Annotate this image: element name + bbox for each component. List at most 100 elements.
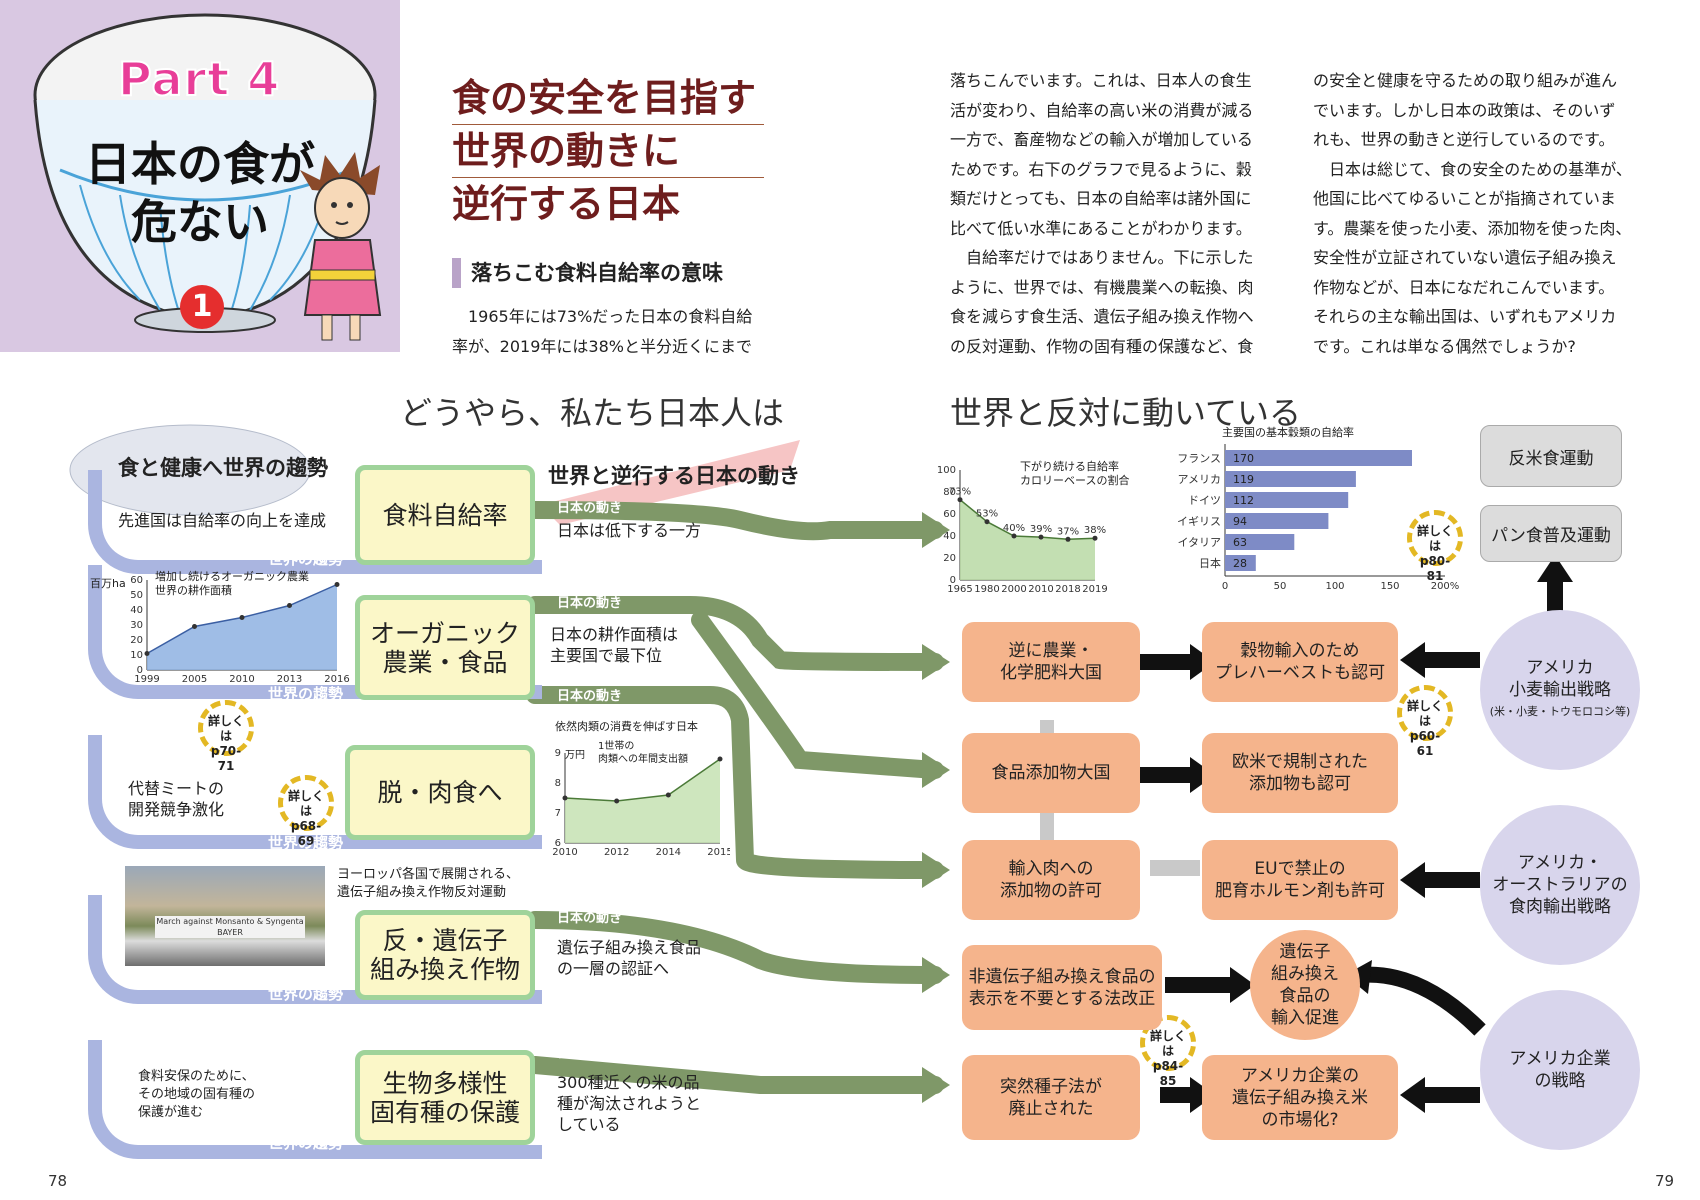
chart-title-meat: 依然肉類の消費を伸ばす日本 xyxy=(555,720,698,733)
y-tick-label: 50 xyxy=(130,590,143,601)
data-point xyxy=(957,497,963,503)
bar xyxy=(1225,513,1329,529)
data-point xyxy=(562,795,568,801)
circle-title: アメリカ 小麦輸出戦略 xyxy=(1509,658,1611,700)
circle-us-wheat: アメリカ 小麦輸出戦略(米・小麦・トウモロコシ等) xyxy=(1480,610,1640,770)
title-line-1: 食の安全を目指す xyxy=(452,72,764,125)
data-point xyxy=(192,624,197,629)
category-label: フランス xyxy=(1177,452,1221,465)
y-tick-label: 0 xyxy=(137,665,143,676)
data-point xyxy=(717,756,723,762)
japan-label: 日本の動き xyxy=(557,501,623,516)
text-line: 作物などが、日本になだれこんでいます。 xyxy=(1313,277,1615,297)
y-tick-label: 10 xyxy=(130,650,143,661)
y-tick-label: 20 xyxy=(943,553,956,564)
series-line xyxy=(564,758,721,802)
text-line: 自給率だけではありません。下に示した xyxy=(950,248,1254,267)
data-point xyxy=(614,798,620,804)
x-tick-label: 2013 xyxy=(277,674,302,685)
rice-bowl-illustration xyxy=(33,13,377,333)
x-tick-label: 2019 xyxy=(1082,584,1107,595)
japan-label: 日本の動き xyxy=(557,1046,623,1061)
world-label: 世界の趨勢 xyxy=(268,1134,344,1152)
character-illustration xyxy=(300,152,382,341)
x-tick-label: 150 xyxy=(1380,581,1399,592)
data-label: 53% xyxy=(976,509,998,520)
x-tick-label: 2014 xyxy=(656,847,681,858)
text-line: れも、世界の動きと逆行しているのです。 xyxy=(1313,130,1615,149)
box-preharvest: 穀物輸入のため プレハーベストも認可 xyxy=(1202,622,1398,702)
arrow-head xyxy=(922,957,950,993)
text-line: の反対運動、作物の固有種の保護など、食 xyxy=(950,336,1254,356)
data-point xyxy=(984,519,990,525)
bar xyxy=(1225,492,1349,508)
x-tick-label: 2016 xyxy=(324,674,349,685)
text-line: 1965年には73%だった日本の食料自給 xyxy=(468,307,753,326)
data-label: 37% xyxy=(1057,526,1079,537)
x-tick-label: 0 xyxy=(1222,581,1228,592)
subheading: 落ちこむ食料自給率の意味 xyxy=(452,258,723,288)
data-point xyxy=(1038,534,1044,540)
topic-label: 反・遺伝子 組み換え作物 xyxy=(369,926,520,984)
circle-us-aus-meat: アメリカ・ オーストラリアの 食肉輸出戦略 xyxy=(1480,805,1640,965)
data-point xyxy=(1065,536,1071,542)
text-line: ためです。右下のグラフで見るように、穀 xyxy=(950,159,1252,179)
data-label: 170 xyxy=(1233,452,1254,465)
x-tick-label: 200% xyxy=(1431,581,1460,592)
text-line: 類だけとっても、日本の自給率は諸外国に xyxy=(950,189,1252,208)
world-label: 世界の趨勢 xyxy=(268,550,344,568)
data-label: 28 xyxy=(1233,557,1247,570)
badge-p60[interactable]: 詳しくは p60-61 xyxy=(1397,685,1453,758)
badge-p70[interactable]: 詳しくは p70-71 xyxy=(198,700,254,773)
topic-label: オーガニック 農業・食品 xyxy=(369,618,520,677)
y-tick-label: 40 xyxy=(130,605,143,616)
x-tick-label: 100 xyxy=(1325,581,1344,592)
box-additive-nation: 食品添加物大国 xyxy=(962,733,1140,813)
text-line: 率が、2019年には38%と半分近くにまで xyxy=(452,336,752,356)
box-gmo-import: 遺伝子 組み換え 食品の 輸入促進 xyxy=(1250,930,1360,1040)
bar xyxy=(1225,450,1412,466)
text-column-1: 1965年には73%だった日本の食料自給 率が、2019年には38%と半分近くに… xyxy=(452,302,772,361)
world-desc: 食料安保のために、 その地域の固有種の 保護が進む xyxy=(138,1069,256,1120)
connector-bar xyxy=(1150,860,1200,876)
bar xyxy=(1225,555,1256,571)
chart-subtitle-meat: 1世帯の 肉類への年間支出額 xyxy=(598,741,688,765)
data-point xyxy=(144,651,150,656)
box-labeling-law: 非遺伝子組み換え食品の 表示を不要とする法改正 xyxy=(962,945,1162,1030)
world-desc: 先進国は自給率の向上を達成 xyxy=(118,511,327,530)
data-point xyxy=(239,615,245,620)
arrow-head xyxy=(922,1067,950,1103)
arrow-head xyxy=(922,644,950,680)
badge-p84[interactable]: 詳しくは p84-85 xyxy=(1140,1015,1196,1088)
data-label: 63 xyxy=(1233,536,1247,549)
box-anti-us-food: 反米食運動 xyxy=(1480,425,1622,487)
data-label: 73% xyxy=(949,487,971,498)
series-area xyxy=(960,499,1095,580)
arrow-path-5 xyxy=(526,1056,944,1094)
x-tick-label: 2000 xyxy=(1001,584,1026,595)
world-label: 世界の趨勢 xyxy=(268,985,344,1003)
box-additives-approved: 欧米で規制された 添加物も認可 xyxy=(1202,733,1398,813)
data-point xyxy=(1011,533,1017,539)
y-tick-label: 6 xyxy=(555,838,561,849)
japan-label: 日本の動き xyxy=(557,596,623,611)
photo-banner: March against Monsanto & Syngenta BAYER xyxy=(155,916,305,938)
text-line: 活が変わり、自給率の高い米の消費が減る xyxy=(950,100,1254,120)
title-line-2: 世界の動きに xyxy=(452,125,764,178)
text-line: 他国に比べてゆるいことが指摘されていま xyxy=(1313,189,1616,208)
arrow-head xyxy=(922,752,950,788)
japan-desc: 300種近くの米の品 種が淘汰されようと している xyxy=(557,1073,702,1134)
badge-p68[interactable]: 詳しくは p68-69 xyxy=(278,775,334,848)
arrow-head xyxy=(922,852,950,888)
data-label: 39% xyxy=(1030,524,1052,535)
topic-organic: オーガニック 農業・食品 xyxy=(355,595,535,700)
topic-anti-gmo: 反・遺伝子 組み換え作物 xyxy=(355,910,535,1000)
box-gmo-rice: アメリカ企業の 遺伝子組み換え米 の市場化? xyxy=(1202,1055,1398,1140)
text-line: 一方で、畜産物などの輸入が増加している xyxy=(950,130,1253,149)
world-label: 世界の趨勢 xyxy=(268,832,343,853)
data-point xyxy=(665,792,671,798)
